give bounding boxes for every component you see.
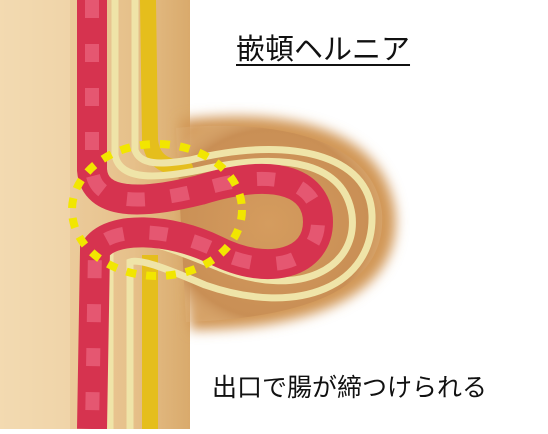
diagram-title: 嵌頓ヘルニア [236,32,476,66]
body-wall-inner [0,0,70,429]
diagram-caption: 出口で腸が締つけられる [212,372,548,404]
